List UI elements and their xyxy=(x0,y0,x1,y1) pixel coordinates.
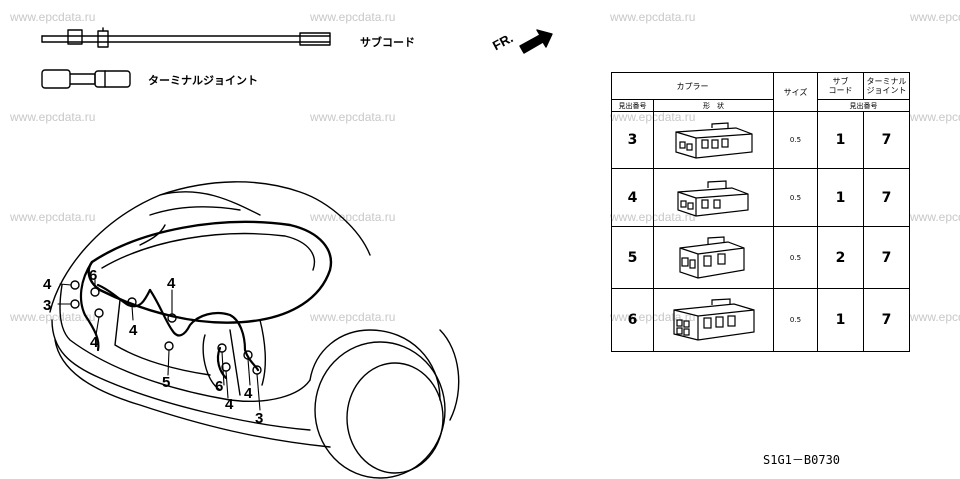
watermark: www.epcdata.ru xyxy=(310,110,396,124)
header-sub-cord: サブコード xyxy=(817,72,864,100)
callout-number: 5 xyxy=(162,374,171,391)
row-ref-number: 3 xyxy=(611,110,654,170)
coupler-shape-image xyxy=(653,225,774,290)
row-size: 0.5 xyxy=(773,168,818,227)
watermark: www.epcdata.ru xyxy=(10,110,96,124)
row-ref-number: 4 xyxy=(611,168,654,227)
terminal-joint-symbol xyxy=(41,69,131,89)
row-terminal-joint: 7 xyxy=(863,225,910,290)
callout-leaders xyxy=(57,279,261,411)
watermark: www.epcdata.ru xyxy=(10,310,96,324)
callout-number: 4 xyxy=(167,275,176,292)
sub-cord-symbol xyxy=(41,27,331,48)
watermark: www.epcdata.ru xyxy=(10,10,96,24)
row-size: 0.5 xyxy=(773,225,818,290)
car-body-outline xyxy=(49,181,460,479)
row-terminal-joint: 7 xyxy=(863,288,910,352)
header-size: サイズ xyxy=(773,72,818,112)
row-sub-cord: 2 xyxy=(817,225,864,290)
row-ref-number: 5 xyxy=(611,225,654,290)
watermark: www.epcdata.ru xyxy=(10,210,96,224)
callout-number: 4 xyxy=(90,334,99,351)
header-terminal-joint: ターミナルジョイント xyxy=(863,72,910,100)
row-terminal-joint: 7 xyxy=(863,168,910,227)
callout-number: 4 xyxy=(43,276,52,293)
callout-number: 6 xyxy=(89,267,98,284)
header-coupler: カプラー xyxy=(611,72,774,100)
table-row: 4 0.5 1 7 xyxy=(611,168,910,227)
watermark: www.epcdata.ru xyxy=(910,210,960,224)
coupler-shape-image xyxy=(653,288,774,352)
sub-cord-label: サブコード xyxy=(360,36,415,49)
row-sub-cord: 1 xyxy=(817,168,864,227)
front-direction-arrow xyxy=(519,29,553,54)
watermark: www.epcdata.ru xyxy=(910,310,960,324)
coupler-shape-image xyxy=(653,110,774,170)
header-shape: 形 状 xyxy=(653,99,774,112)
header-ref-no: 見出番号 xyxy=(611,99,654,112)
watermark: www.epcdata.ru xyxy=(610,10,696,24)
callout-number: 3 xyxy=(43,297,52,314)
table-row: 3 0.5 1 7 xyxy=(611,110,910,170)
callout-number: 4 xyxy=(225,396,234,413)
row-size: 0.5 xyxy=(773,110,818,170)
watermark: www.epcdata.ru xyxy=(310,310,396,324)
watermark: www.epcdata.ru xyxy=(910,10,960,24)
row-ref-number: 6 xyxy=(611,288,654,352)
row-size: 0.5 xyxy=(773,288,818,352)
terminal-joint-label: ターミナルジョイント xyxy=(148,74,258,87)
coupler-spec-table: カプラー サイズ サブコード ターミナルジョイント 見出番号 形 状 見出番号 … xyxy=(611,72,910,352)
row-sub-cord: 1 xyxy=(817,110,864,170)
callout-number: 3 xyxy=(255,410,264,427)
row-sub-cord: 1 xyxy=(817,288,864,352)
header-ref-no-2: 見出番号 xyxy=(817,99,910,112)
watermark: www.epcdata.ru xyxy=(310,10,396,24)
coupler-shape-image xyxy=(653,168,774,227)
row-terminal-joint: 7 xyxy=(863,110,910,170)
callout-number: 6 xyxy=(215,378,224,395)
callout-number: 4 xyxy=(129,322,138,339)
watermark: www.epcdata.ru xyxy=(910,110,960,124)
table-row: 6 0.5 1 7 xyxy=(611,288,910,352)
table-row: 5 0.5 2 7 xyxy=(611,225,910,290)
figure-code: S1G1－B0730 xyxy=(763,453,841,467)
connector-markers xyxy=(70,280,262,375)
watermark: www.epcdata.ru xyxy=(310,210,396,224)
callout-number: 4 xyxy=(244,385,253,402)
